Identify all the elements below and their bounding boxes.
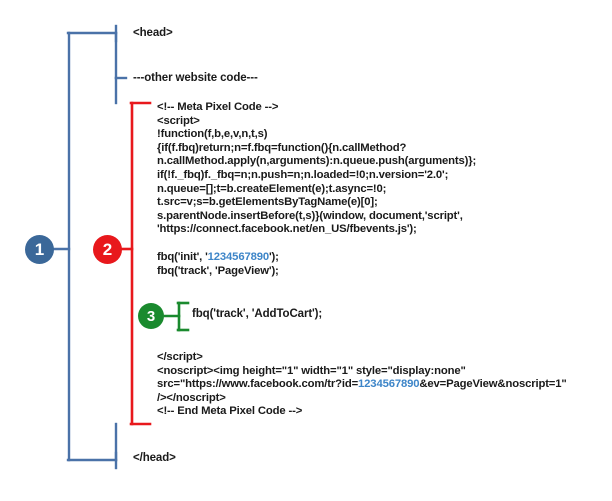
noscript-src-prefix: src="https://www.facebook.com/tr?id= [157,378,359,391]
fbq-init-line: fbq('init', '1234567890'); [157,251,457,265]
code-line: <!-- Meta Pixel Code --> [157,101,279,113]
green-bracket [163,301,190,332]
pixel-init-block: fbq('init', '1234567890'); fbq('track', … [157,251,457,278]
code-line: {if(f.fbq)return;n=f.fbq=function(){n.ca… [157,141,407,154]
step-badge-2[interactable]: 2 [93,235,122,264]
fbq-pageview-line: fbq('track', 'PageView'); [157,264,279,277]
step-badge-3-label: 3 [146,307,156,325]
head-open-tag-label: <head> [133,27,173,39]
pixel-id-value: 1234567890 [207,251,269,263]
pixel-base-code-block: <!-- Meta Pixel Code --> <script> !funct… [157,101,607,237]
code-line: <script> [157,114,200,127]
code-line: if(!f._fbq)f._fbq=n;n.push=n;n.loaded=!0… [157,168,449,181]
noscript-src-suffix: &ev=PageView&noscript=1" [419,378,567,391]
pixel-id-value: 1234567890 [358,378,420,391]
head-close-tag-label: </head> [133,452,176,464]
code-line: n.queue=[];t=b.createElement(e);t.async=… [157,182,387,195]
add-to-cart-event-label: fbq('track', 'AddToCart'); [192,308,323,320]
pixel-noscript-block: </script> <noscript><img height="1" widt… [157,351,612,419]
red-bracket [129,101,152,426]
step-badge-3[interactable]: 3 [138,303,164,329]
noscript-open-line: <noscript><img height="1" width="1" styl… [157,364,466,377]
code-line: !function(f,b,e,v,n,t,s) [157,128,268,141]
code-line: 'https://connect.facebook.net/en_US/fbev… [157,223,417,236]
noscript-close-line: /></noscript> [157,391,226,404]
code-line: n.callMethod.apply(n,arguments):n.queue.… [157,155,477,168]
end-comment-line: <!-- End Meta Pixel Code --> [157,405,303,418]
step-badge-1-label: 1 [34,240,45,259]
fbq-init-prefix: fbq('init', ' [157,251,208,263]
step-badge-2-label: 2 [102,240,113,259]
step-badge-1[interactable]: 1 [25,235,54,264]
code-line: s.parentNode.insertBefore(t,s)}(window, … [157,209,463,222]
script-close-line: </script> [157,351,203,363]
code-line: t.src=v;s=b.getElementsByTagName(e)[0]; [157,196,378,209]
fbq-init-suffix: '); [268,251,279,263]
other-website-code-label: ---other website code--- [133,72,258,84]
noscript-src-line: src="https://www.facebook.com/tr?id=1234… [157,378,612,392]
